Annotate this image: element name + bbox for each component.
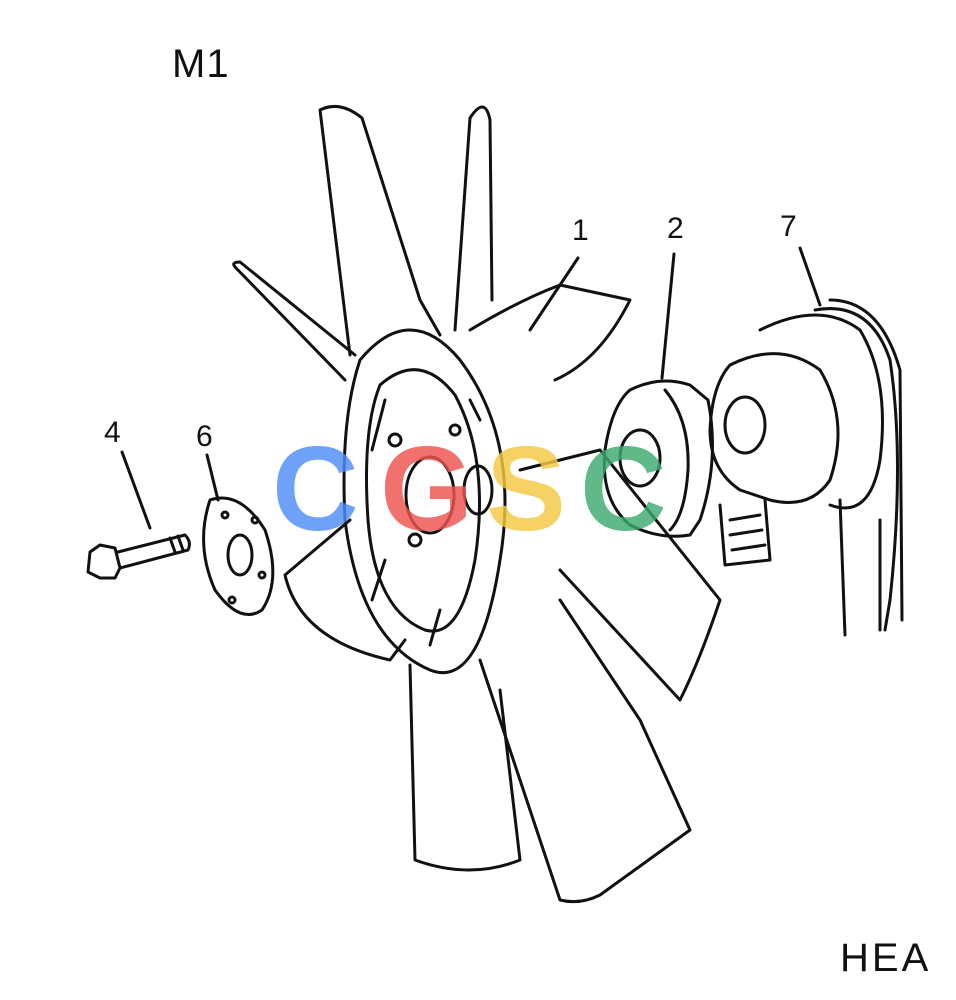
- fan-blade-top: [453, 105, 494, 332]
- fan-blade-lower-left: [283, 518, 407, 662]
- fan-hub-ring: [342, 328, 507, 675]
- watermark-letter-1: C: [272, 422, 359, 556]
- variant-code: HEA: [840, 936, 932, 980]
- fan-blade-right-upper: [468, 283, 632, 382]
- diagram-code: M1: [172, 42, 230, 86]
- callout-7: 7: [780, 210, 797, 243]
- bolt: [86, 543, 122, 580]
- fan-blade-right: [518, 448, 722, 702]
- fan-hub-boss: [462, 464, 494, 516]
- leader-4: [120, 450, 152, 530]
- drive-belt: [813, 307, 899, 632]
- leader-6: [205, 453, 220, 502]
- leader-1: [528, 256, 580, 332]
- fan-blade-bottom: [478, 598, 692, 904]
- callout-4: 4: [104, 416, 121, 449]
- drive-pulley: [708, 352, 840, 504]
- leader-7: [798, 246, 822, 307]
- viscous-coupling: [602, 379, 714, 538]
- callout-1: 1: [572, 214, 589, 247]
- fan-blade-left: [232, 260, 357, 382]
- callout-6: 6: [196, 420, 213, 453]
- washer: [202, 496, 275, 616]
- callout-2: 2: [667, 212, 684, 245]
- fan-blade-top-left: [318, 104, 442, 357]
- fan-hub-inner-ring: [365, 368, 481, 633]
- fan-hub-center: [404, 455, 456, 535]
- pulley-flange: [758, 313, 884, 510]
- fan-blade-bottom-left: [408, 663, 522, 872]
- watermark: C G S C: [272, 422, 667, 556]
- watermark-letter-2: G: [380, 422, 473, 556]
- watermark-letter-3: S: [486, 422, 566, 556]
- watermark-letter-4: C: [580, 422, 667, 556]
- leader-2: [660, 252, 676, 380]
